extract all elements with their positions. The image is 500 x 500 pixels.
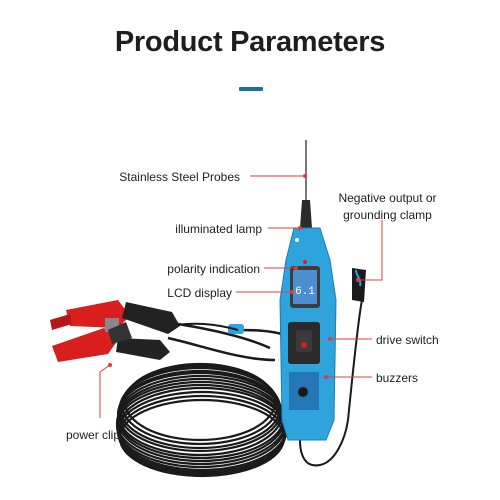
label-lcd-display: LCD display (167, 286, 232, 300)
grounding-clamp (352, 268, 366, 302)
title-accent-bar (239, 87, 263, 91)
black-clamp-wire (167, 336, 276, 362)
page-title: Product Parameters (114, 26, 386, 58)
label-drive-switch: drive switch (376, 333, 439, 347)
leader-lines (99, 174, 383, 418)
coiled-cable (115, 362, 288, 478)
label-negative-output: Negative output or grounding clamp (338, 191, 437, 222)
lcd-reading: 6.1 (295, 286, 315, 298)
label-illuminated-lamp: illuminated lamp (175, 222, 262, 236)
device-tail-cable (299, 299, 363, 467)
label-stainless-steel-probes: Stainless Steel Probes (119, 170, 240, 184)
label-power-clip: power clip (66, 428, 121, 442)
label-polarity-indication: polarity indication (167, 262, 260, 276)
tester-body: 6.1 (279, 227, 337, 441)
label-buzzers: buzzers (376, 371, 419, 385)
black-alligator-clip (108, 302, 180, 360)
connector-wire (237, 328, 286, 337)
